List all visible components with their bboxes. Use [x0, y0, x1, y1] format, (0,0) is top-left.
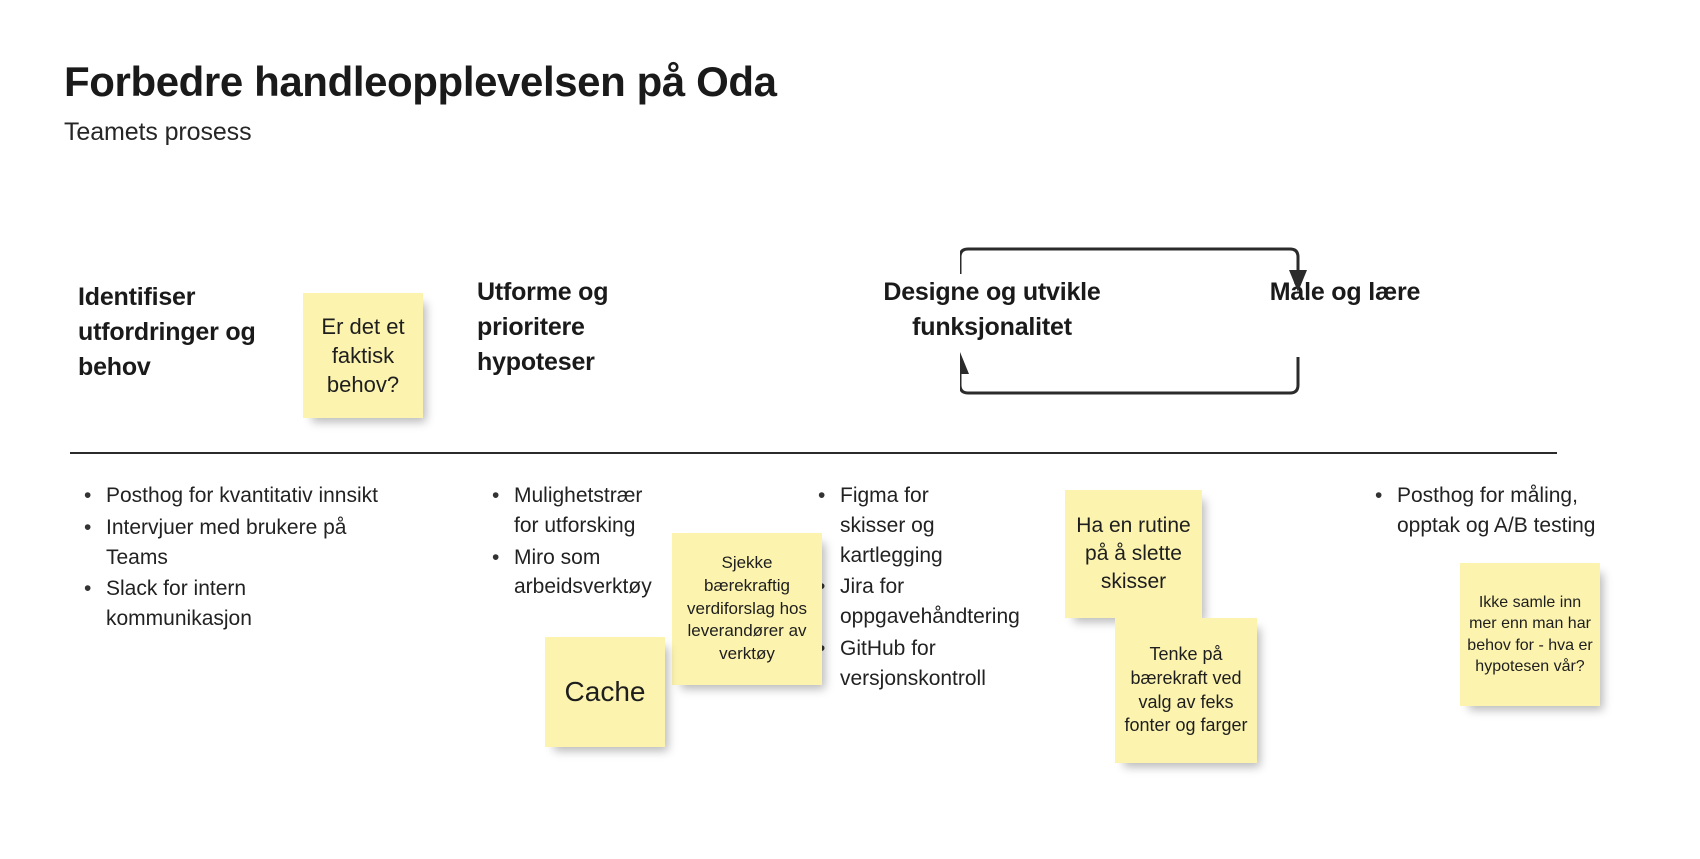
- list-item: • Posthog for måling, opptak og A/B test…: [1375, 481, 1625, 541]
- phase-heading-male: Måle og lære: [1269, 278, 1421, 306]
- list-item: • GitHub for versjonskontroll: [818, 634, 998, 694]
- list-item: • Jira for oppgavehåndtering: [818, 572, 1020, 632]
- list-item-text: Intervjuer med brukere på Teams: [106, 515, 347, 569]
- sticky-note-text: Ikke samle inn mer enn man har behov for…: [1467, 593, 1593, 675]
- sticky-note-sjekke-baerekraftig-verdiforslag[interactable]: Sjekke bærekraftig verdiforslag hos leve…: [672, 533, 822, 685]
- list-item: • Figma for skisser og kartlegging: [818, 481, 998, 570]
- bullet-list-utforme: • Mulighetstrær for utforsking • Miro so…: [492, 481, 672, 604]
- sticky-note-ikke-samle-inn-mer[interactable]: Ikke samle inn mer enn man har behov for…: [1460, 563, 1600, 706]
- list-item-text: Slack for intern kommunikasjon: [106, 577, 252, 631]
- sticky-note-text: Tenke på bærekraft ved valg av feks font…: [1124, 643, 1248, 736]
- list-item: • Mulighetstrær for utforsking: [492, 481, 672, 541]
- list-item-text: Jira for oppgavehåndtering: [840, 575, 1020, 629]
- list-item-text: Figma for skisser og kartlegging: [840, 484, 943, 567]
- bullet-list-identifiser: • Posthog for kvantitativ innsikt • Inte…: [84, 481, 394, 636]
- sticky-note-text: Ha en rutine på å slette skisser: [1076, 514, 1191, 593]
- bullet-list-designe: • Figma for skisser og kartlegging • Jir…: [818, 481, 1020, 696]
- sticky-note-text: Er det et faktisk behov?: [321, 313, 405, 398]
- sticky-note-text: Sjekke bærekraftig verdiforslag hos leve…: [686, 553, 807, 663]
- bullet-dot-icon: •: [492, 545, 500, 569]
- list-item: • Intervjuer med brukere på Teams: [84, 513, 394, 573]
- bullet-dot-icon: •: [84, 484, 92, 507]
- phase-heading-identifiser: Identifiser utfordringer og behov: [78, 283, 256, 381]
- sticky-note-text: Cache: [564, 676, 646, 708]
- sticky-note-cache[interactable]: Cache: [545, 637, 665, 747]
- sticky-note-er-det-et-faktisk-behov[interactable]: Er det et faktisk behov?: [303, 293, 423, 418]
- bullet-dot-icon: •: [818, 484, 826, 507]
- list-item: • Slack for intern kommunikasjon: [84, 574, 394, 634]
- bullet-list-male: • Posthog for måling, opptak og A/B test…: [1375, 481, 1625, 543]
- bullet-dot-icon: •: [84, 577, 92, 601]
- page-title: Forbedre handleopplevelsen på Oda: [64, 58, 777, 105]
- bullet-dot-icon: •: [1375, 484, 1383, 507]
- horizontal-divider: [70, 452, 1557, 454]
- list-item-text: Posthog for måling, opptak og A/B testin…: [1397, 484, 1596, 537]
- sticky-note-ha-en-rutine-slette-skisser[interactable]: Ha en rutine på å slette skisser: [1065, 490, 1202, 618]
- list-item-text: Miro som arbeidsverktøy: [514, 545, 652, 599]
- list-item-text: GitHub for versjonskontroll: [840, 637, 986, 690]
- list-item: • Miro som arbeidsverktøy: [492, 543, 672, 603]
- list-item-text: Mulighetstrær for utforsking: [514, 484, 643, 537]
- phase-heading-utforme: Utforme og prioritere hypoteser: [477, 278, 609, 376]
- bullet-dot-icon: •: [492, 484, 500, 507]
- list-item: • Posthog for kvantitativ innsikt: [84, 481, 394, 511]
- page-subtitle: Teamets prosess: [64, 118, 252, 146]
- phase-heading-designe: Designe og utvikle funksjonalitet: [883, 278, 1101, 341]
- list-item-text: Posthog for kvantitativ innsikt: [106, 484, 378, 507]
- bullet-dot-icon: •: [84, 515, 92, 539]
- sticky-note-tenke-pa-baerekraft[interactable]: Tenke på bærekraft ved valg av feks font…: [1115, 618, 1257, 763]
